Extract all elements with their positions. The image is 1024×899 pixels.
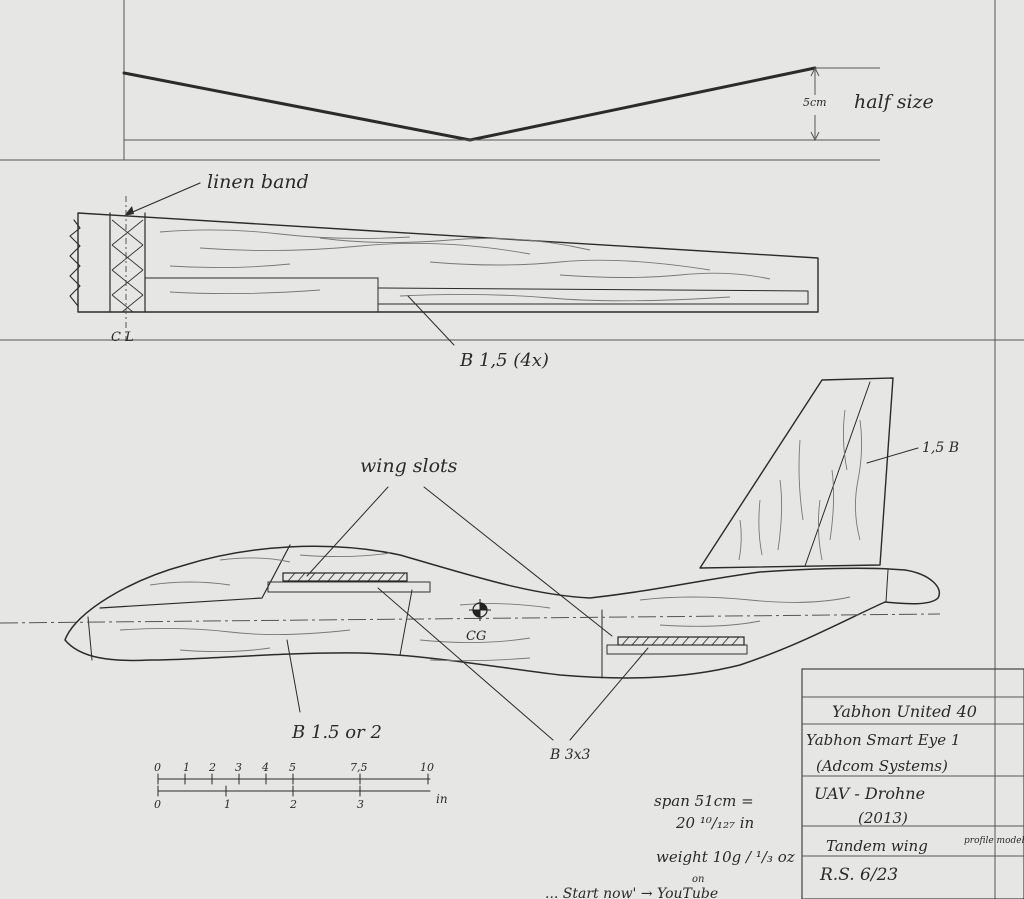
in-tick-3: 3	[357, 798, 364, 811]
span-line-1: span 51cm =	[654, 792, 754, 810]
half-size-label: half size	[854, 91, 934, 113]
cm-tick-1: 1	[183, 761, 190, 774]
in-unit-label: in	[436, 792, 448, 806]
scale-bar: 0 1 2 3 4 5 7,5 10 0 1 2 3 in	[154, 761, 448, 811]
fuselage-profile: 1,5 B	[0, 377, 959, 763]
title-line-4: UAV - Drohne	[814, 784, 925, 803]
cm-tick-5: 5	[289, 761, 296, 774]
title-line-6: Tandem wing	[826, 837, 928, 855]
title-line-3: (Adcom Systems)	[816, 757, 948, 775]
cm-tick-2: 2	[208, 761, 216, 774]
signature: R.S. 6/23	[819, 865, 898, 885]
weight-spec: weight 10g / ¹/₃ oz	[656, 848, 795, 866]
fin-grain	[738, 409, 863, 561]
vertical-fin	[699, 377, 894, 569]
cg-label: CG	[466, 629, 486, 644]
specs: span 51cm = 20 ¹⁰/₁₂₇ in weight 10g / ¹/…	[654, 792, 795, 866]
footer: ... Start now' → YouTube on	[545, 874, 718, 899]
b15-4x-label: B 1,5 (4x)	[459, 350, 549, 371]
cm-tick-10: 10	[420, 761, 434, 774]
b3x3-label: B 3x3	[549, 747, 591, 763]
cm-tick-4: 4	[261, 761, 269, 774]
linen-band-label: linen band	[207, 171, 309, 193]
front-spar	[267, 581, 431, 593]
rear-spar	[606, 644, 748, 655]
linen-band-hatch	[111, 219, 144, 313]
footer-text: ... Start now' → YouTube	[545, 886, 718, 899]
footer-on: on	[692, 874, 704, 885]
title-block: Yabhon United 40 Yabhon Smart Eye 1 (Adc…	[801, 668, 1024, 899]
cg-marker	[469, 599, 491, 621]
b15-or-2-label: B 1.5 or 2	[291, 722, 382, 743]
centerline-label: C L	[111, 330, 134, 345]
in-tick-1: 1	[224, 798, 231, 811]
dim-5cm: 5cm	[803, 96, 827, 109]
title-line-6-note: profile model	[964, 836, 1024, 846]
cm-tick-3: 3	[235, 761, 242, 774]
title-line-5: (2013)	[858, 809, 908, 827]
title-line-1: Yabhon United 40	[832, 702, 977, 721]
title-line-2: Yabhon Smart Eye 1	[806, 731, 960, 749]
span-line-2: 20 ¹⁰/₁₂₇ in	[675, 814, 754, 832]
wing-planform: linen band	[69, 171, 819, 371]
cm-tick-7-5: 7,5	[350, 761, 368, 774]
wing-slots-label: wing slots	[360, 455, 458, 477]
cm-tick-0: 0	[154, 761, 161, 774]
fuselage-grain	[119, 552, 851, 662]
fuselage-outline	[64, 545, 941, 679]
in-tick-0: 0	[154, 798, 161, 811]
dihedral-front-view: 5cm half size	[122, 66, 934, 160]
wing-grain	[159, 229, 771, 302]
in-tick-2: 2	[289, 798, 297, 811]
fin-15b-label: 1,5 B	[922, 440, 959, 456]
